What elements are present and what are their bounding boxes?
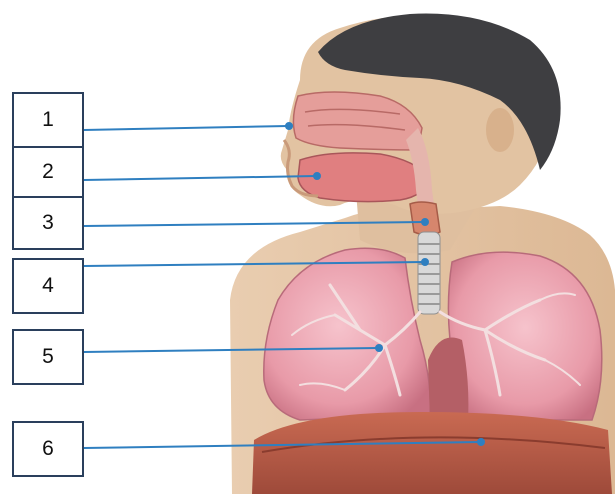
label-number-6: 6 [42, 437, 54, 461]
larynx-shape [410, 202, 440, 235]
trachea-shape [418, 232, 440, 314]
label-box-6[interactable]: 6 [12, 421, 84, 477]
diaphragm-shape [252, 412, 612, 494]
label-number-4: 4 [42, 274, 54, 298]
label-box-5[interactable]: 5 [12, 329, 84, 385]
heart-area [428, 338, 468, 421]
label-number-1: 1 [42, 108, 54, 132]
label-box-1[interactable]: 1 [12, 92, 84, 148]
label-box-3[interactable]: 3 [12, 196, 84, 250]
label-box-4[interactable]: 4 [12, 258, 84, 314]
ear [486, 108, 514, 152]
label-number-2: 2 [42, 160, 54, 184]
label-box-2[interactable]: 2 [12, 146, 84, 198]
label-number-3: 3 [42, 211, 54, 235]
label-number-5: 5 [42, 345, 54, 369]
